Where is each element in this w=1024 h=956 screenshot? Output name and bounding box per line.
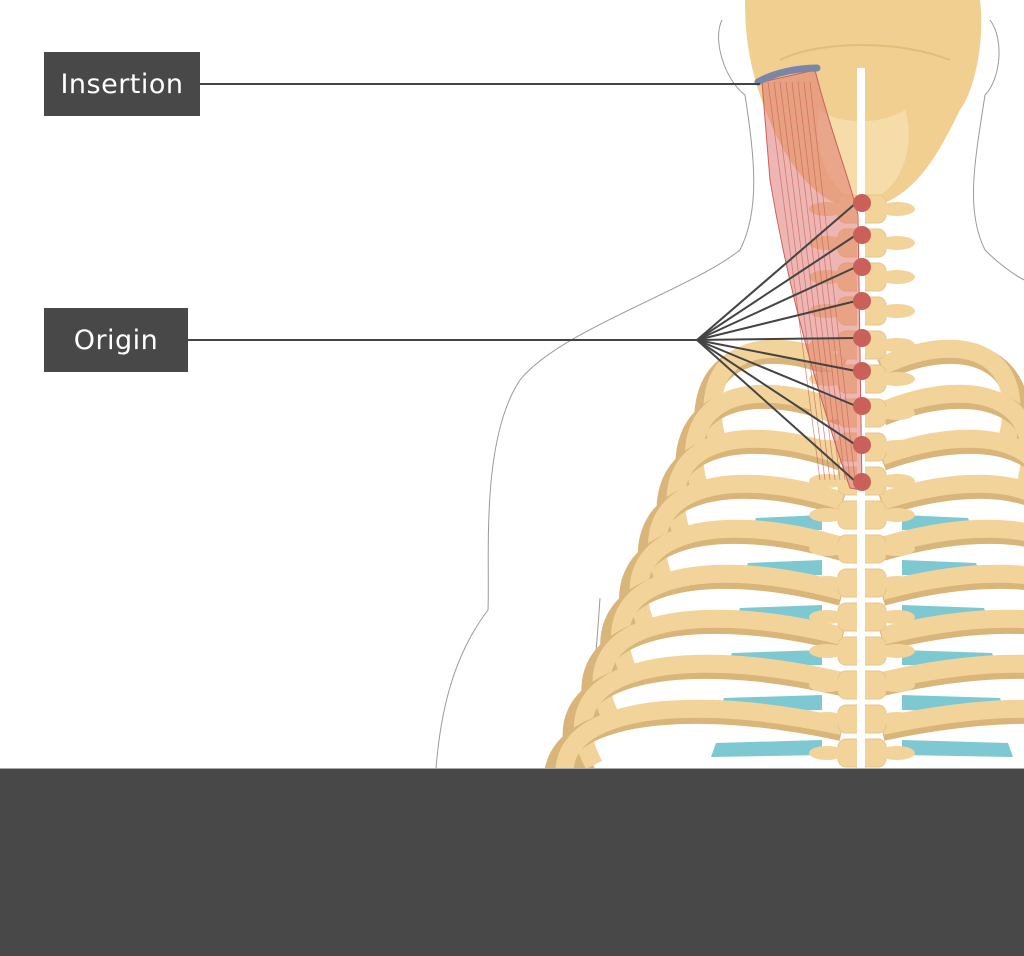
transverse-process — [879, 508, 915, 522]
origin-leader — [696, 339, 857, 407]
transverse-process — [879, 372, 915, 386]
transverse-process — [879, 270, 915, 284]
transverse-process — [879, 576, 915, 590]
transverse-process — [879, 610, 915, 624]
rib-cage — [544, 339, 1024, 826]
muscle-fiber — [779, 81, 831, 481]
intercostal — [711, 740, 822, 757]
transverse-process — [879, 338, 915, 352]
origin-point — [853, 226, 871, 244]
origin-leader — [696, 339, 857, 483]
muscle-fiber — [791, 81, 841, 481]
rib — [879, 609, 1024, 645]
origin-point — [853, 329, 871, 347]
transverse-process — [809, 712, 845, 726]
muscle-fiber — [797, 81, 846, 481]
origin-leader — [696, 234, 857, 341]
origin-point — [853, 258, 871, 276]
transverse-process — [879, 746, 915, 760]
transverse-process — [879, 440, 915, 454]
transverse-process — [879, 678, 915, 692]
origin-label: Origin — [44, 308, 188, 372]
transverse-process — [809, 678, 845, 692]
transverse-process — [809, 576, 845, 590]
origin-point — [853, 362, 871, 380]
intercostal — [902, 740, 1013, 757]
origin-point — [853, 194, 871, 212]
rib — [878, 384, 1024, 496]
muscle-fiber — [773, 81, 826, 481]
transverse-process — [879, 202, 915, 216]
transverse-process — [879, 236, 915, 250]
transverse-process — [809, 644, 845, 658]
transverse-process — [879, 542, 915, 556]
origin-leader — [696, 337, 857, 341]
transverse-process — [809, 508, 845, 522]
transverse-process — [879, 304, 915, 318]
transverse-process — [809, 610, 845, 624]
insertion-label: Insertion — [44, 52, 200, 116]
rib — [879, 474, 1024, 510]
origin-leader — [696, 339, 857, 372]
rib — [878, 429, 1024, 465]
rib — [880, 699, 1024, 735]
origin-point — [853, 436, 871, 454]
transverse-process — [879, 406, 915, 420]
origin-leader — [696, 202, 857, 341]
transverse-process — [879, 644, 915, 658]
transverse-process — [809, 746, 845, 760]
transverse-process — [809, 542, 845, 556]
muscle-fiber — [767, 81, 821, 481]
origin-point — [853, 292, 871, 310]
transverse-process — [879, 712, 915, 726]
rib — [879, 654, 1024, 690]
rib — [879, 519, 1024, 555]
muscle-fiber — [809, 81, 856, 481]
transverse-process — [809, 474, 845, 488]
origin-leader-lines — [696, 202, 857, 483]
origin-leader — [696, 266, 857, 341]
origin-point — [853, 397, 871, 415]
transverse-process — [879, 474, 915, 488]
origin-leader — [696, 300, 857, 341]
rib — [879, 564, 1024, 600]
origin-points — [853, 194, 871, 491]
origin-leader — [696, 339, 857, 446]
muscle-fiber — [785, 81, 836, 481]
bottom-panel — [0, 768, 1024, 956]
insertion-marker — [754, 64, 821, 86]
origin-point — [853, 473, 871, 491]
